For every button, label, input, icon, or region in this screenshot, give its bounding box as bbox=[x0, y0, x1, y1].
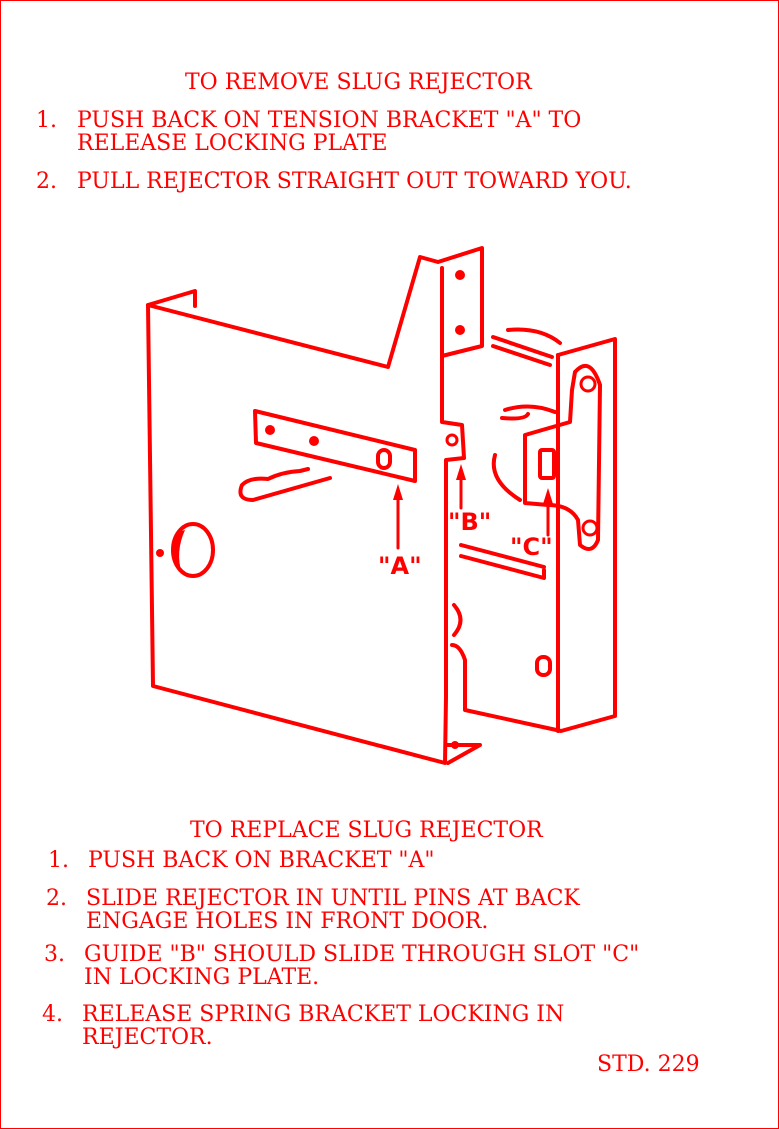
label-b: "B" bbox=[448, 508, 491, 536]
replace-title: TO REPLACE SLUG REJECTOR bbox=[190, 818, 543, 843]
replace-step-1-number: 1. bbox=[48, 848, 69, 873]
replace-step-3-line-2: IN LOCKING PLATE. bbox=[84, 965, 320, 990]
callout-arrows bbox=[393, 464, 553, 550]
replace-step-4-line-1: RELEASE SPRING BRACKET LOCKING IN bbox=[82, 1002, 565, 1027]
remove-step-1-number: 1. bbox=[36, 108, 57, 133]
remove-title: TO REMOVE SLUG REJECTOR bbox=[185, 70, 532, 95]
remove-step-2-number: 2. bbox=[36, 169, 57, 194]
replace-step-3-number: 3. bbox=[44, 942, 65, 967]
standard-code: STD. 229 bbox=[597, 1052, 700, 1077]
replace-step-4-line-2: REJECTOR. bbox=[82, 1025, 213, 1050]
label-a: "A" bbox=[378, 552, 422, 580]
replace-step-2-number: 2. bbox=[46, 886, 67, 911]
door-plate bbox=[146, 246, 484, 765]
remove-step-1-line-2: RELEASE LOCKING PLATE bbox=[77, 131, 388, 156]
rejector-body bbox=[450, 327, 617, 733]
tension-bracket-a bbox=[238, 409, 417, 502]
remove-step-2-line-1: PULL REJECTOR STRAIGHT OUT TOWARD YOU. bbox=[77, 169, 632, 194]
replace-step-2-line-2: ENGAGE HOLES IN FRONT DOOR. bbox=[86, 909, 489, 934]
replace-step-4-number: 4. bbox=[42, 1002, 63, 1027]
replace-step-2-line-1: SLIDE REJECTOR IN UNTIL PINS AT BACK bbox=[86, 886, 580, 911]
replace-step-3-line-1: GUIDE "B" SHOULD SLIDE THROUGH SLOT "C" bbox=[84, 942, 640, 967]
replace-step-1-line-1: PUSH BACK ON BRACKET "A" bbox=[88, 848, 435, 873]
label-c: "C" bbox=[510, 533, 553, 561]
remove-step-1-line-1: PUSH BACK ON TENSION BRACKET "A" TO bbox=[77, 108, 582, 133]
